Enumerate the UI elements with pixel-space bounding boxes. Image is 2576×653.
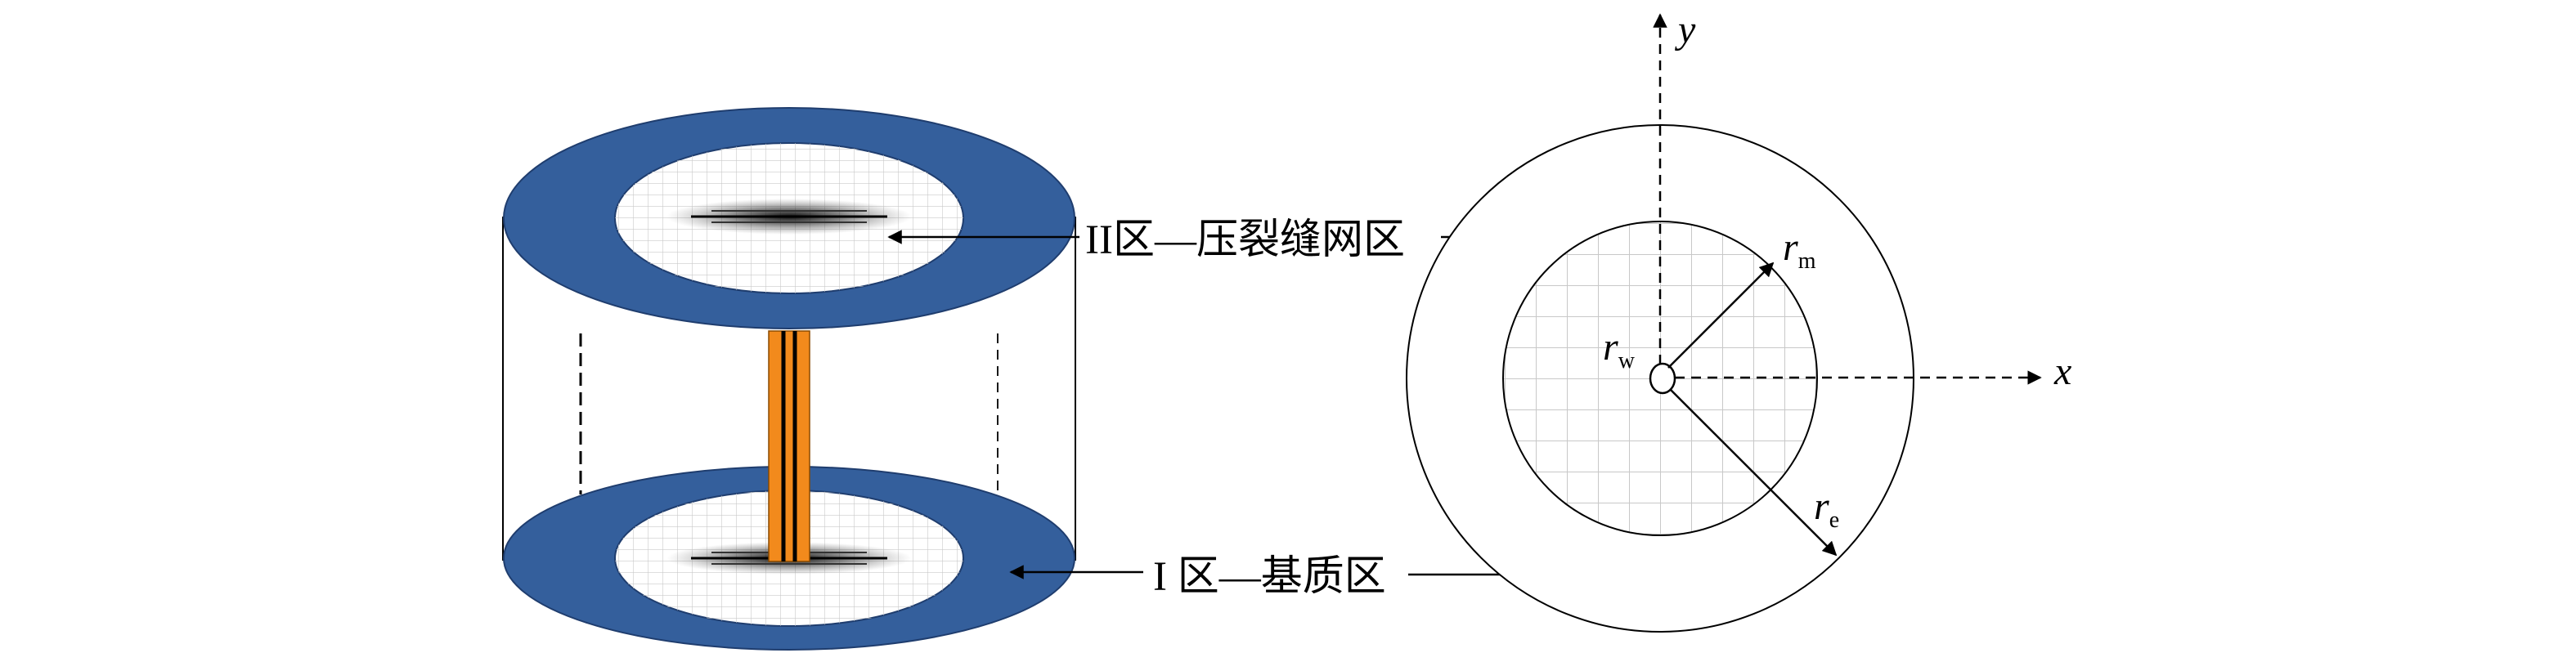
cylinder-3d-model bbox=[502, 107, 1076, 651]
rm-label: rm bbox=[1783, 226, 1816, 274]
re-label: re bbox=[1814, 485, 1839, 533]
zone2-label: II区—压裂缝网区 bbox=[1085, 217, 1405, 263]
inner-fracture-circle bbox=[1502, 221, 1818, 536]
y-axis-label: y bbox=[1674, 8, 1696, 51]
zone1-label-group: I 区—基质区 bbox=[1009, 554, 1580, 600]
zone1-label: I 区—基质区 bbox=[1153, 554, 1386, 600]
rm-radius-arrow bbox=[1667, 262, 1775, 369]
rw-label: rw bbox=[1603, 325, 1636, 373]
re-radius-arrow bbox=[1670, 389, 1838, 557]
wellbore-circle bbox=[1649, 362, 1676, 395]
plan-view: y x rm rw re bbox=[1406, 8, 2071, 633]
wellbore bbox=[768, 330, 810, 562]
top-ring bbox=[503, 107, 1075, 329]
x-axis-label: x bbox=[2053, 350, 2071, 393]
